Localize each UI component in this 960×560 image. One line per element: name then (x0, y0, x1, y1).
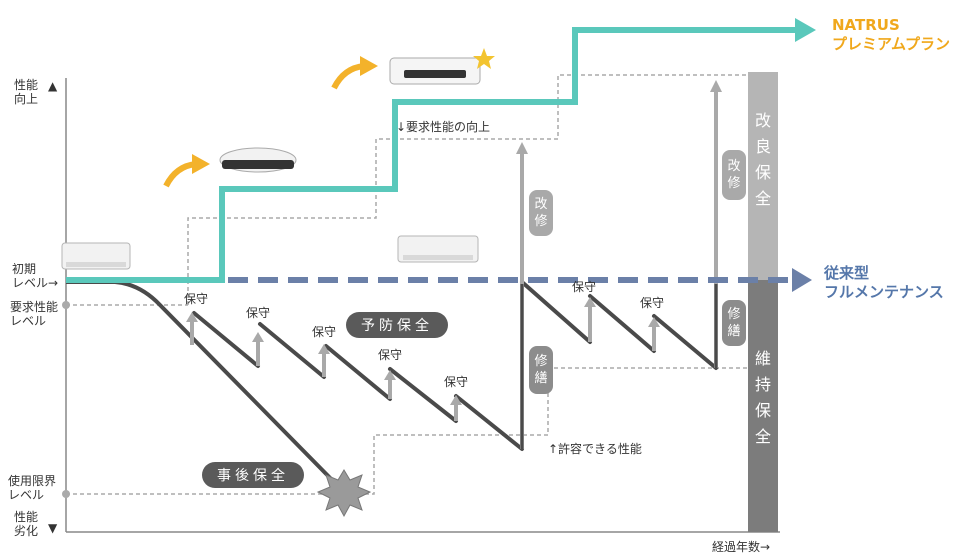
y-label-limit: 使用限界 レベル (8, 474, 57, 502)
shuzen-pill-2: 修繕 (722, 300, 746, 346)
after-maintenance-degradation (66, 280, 342, 490)
required-performance-staircase (187, 74, 748, 305)
hoshu-label-5: 保守 (444, 375, 469, 389)
y-label-up: 性能 向上 (14, 78, 39, 106)
breakdown-burst-icon (316, 469, 372, 518)
allowable-label: ↑許容できる性能 (548, 442, 642, 456)
preventive-sawtooth (192, 280, 718, 451)
maintenance-bar (748, 280, 778, 532)
y-label-required: 要求性能 レベル (10, 300, 59, 328)
upgrade-arrow-icon-2 (331, 63, 365, 90)
kaishu-pill-1: 改修 (529, 190, 553, 236)
improvement-bar (748, 72, 778, 280)
upgrade-arrowhead-2 (360, 56, 378, 76)
hoshu-label-2: 保守 (246, 306, 271, 320)
conventional-arrowhead (792, 268, 812, 292)
hoshu-label-7: 保守 (640, 296, 665, 310)
x-axis-label: 経過年数→ (712, 540, 771, 554)
after-maintenance-pill: 事後保全 (202, 462, 304, 488)
conventional-legend: 従来型 フルメンテナンス (824, 264, 944, 301)
hoshu-label-1: 保守 (184, 292, 209, 306)
wall-ac-unit-icon-2 (397, 235, 479, 263)
upgrade-arrow-icon (163, 161, 197, 188)
y-label-initial: 初期 レベル→ (12, 262, 59, 290)
natrus-arrowhead (795, 18, 816, 42)
kaishu-pill-2: 改修 (722, 150, 746, 200)
down-arrow-icon: ▼ (48, 521, 58, 535)
natrus-staircase (66, 27, 800, 283)
shuzen-pill-1: 修繕 (529, 346, 553, 394)
hoshu-label-6: 保守 (572, 280, 597, 294)
hoshu-label-4: 保守 (378, 348, 403, 362)
upgrade-arrowhead-1 (192, 154, 210, 174)
up-arrow-icon: ▲ (48, 79, 58, 93)
y-label-down: 性能 劣化 (14, 510, 39, 538)
maintenance-bar-label: 維持保全 (754, 349, 771, 446)
required-up-label: ↓要求性能の向上 (396, 120, 491, 134)
improvement-bar-label: 改良保全 (754, 111, 771, 208)
natrus-legend: NATRUS プレミアムプラン (832, 16, 951, 53)
ceiling-ac-unit-icon (219, 147, 297, 173)
premium-ac-unit-icon (389, 48, 495, 85)
hoshu-label-3: 保守 (312, 325, 337, 339)
wall-ac-unit-icon (61, 242, 131, 270)
preventive-maintenance-pill: 予防保全 (346, 312, 448, 338)
recovery-arrows (186, 80, 722, 449)
